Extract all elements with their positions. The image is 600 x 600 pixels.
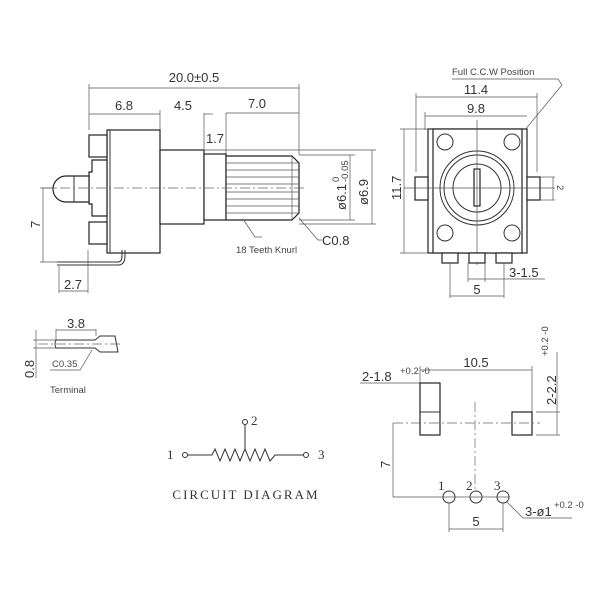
terminal-height-label: 7 bbox=[28, 221, 43, 228]
shaft-dia-tol-upper: 0 bbox=[331, 177, 342, 182]
row-offset-label: 7 bbox=[378, 461, 393, 468]
terminal-width-label: 0.8 bbox=[22, 360, 37, 378]
circuit-pin1-label: 1 bbox=[167, 447, 174, 462]
knurl-length-label: 7.0 bbox=[248, 96, 266, 111]
slot-width-tol: +0.2 -0 bbox=[400, 366, 430, 377]
terminal-detail: 3.8 0.8 C0.35 Terminal bbox=[22, 316, 120, 396]
chamfer-label: C0.8 bbox=[322, 233, 349, 248]
resistor-icon bbox=[187, 447, 303, 463]
shaft-dia-tol-lower: -0.05 bbox=[340, 160, 351, 182]
bushing-length-label: 1.7 bbox=[206, 131, 224, 146]
pcb-pin1-label: 1 bbox=[438, 478, 445, 493]
left-tab bbox=[414, 176, 429, 201]
terminal-offset-label: 2.7 bbox=[64, 277, 82, 292]
wiper-terminal-icon bbox=[242, 419, 248, 425]
body-length-label: 6.8 bbox=[115, 98, 133, 113]
terminal-label: Terminal bbox=[50, 385, 86, 396]
pin-pitch-label: 5 bbox=[473, 282, 480, 297]
pad-spacing-label: 10.5 bbox=[463, 355, 488, 370]
front-view: Full C.C.W Position 11.4 9.8 11.7 bbox=[389, 67, 565, 298]
side-view: 20.0±0.5 6.8 4.5 1.7 7.0 bbox=[28, 70, 376, 293]
pcb-pin2-label: 2 bbox=[466, 478, 473, 493]
pin3-terminal-icon bbox=[303, 452, 309, 458]
body-housing bbox=[106, 129, 161, 254]
circuit-pin2-label: 2 bbox=[251, 413, 258, 428]
bushing-dia-label: ø6.9 bbox=[356, 179, 371, 205]
slot-pad-right bbox=[511, 411, 533, 436]
pin1-terminal-icon bbox=[182, 452, 188, 458]
slot-length-tol: +0.2 -0 bbox=[540, 326, 551, 356]
pcb-layout: 10.5 2-1.8 +0.2 -0 2-2.2 +0.2 -0 7 1 2 3… bbox=[360, 326, 584, 532]
tab-width-label: 2 bbox=[554, 185, 565, 190]
dome-bump bbox=[52, 175, 90, 203]
body-width-label: 9.8 bbox=[467, 101, 485, 116]
circuit-diagram: 1 3 2 CIRCUIT DIAGRAM bbox=[167, 413, 325, 502]
slot-pad-left bbox=[419, 382, 441, 436]
circuit-pin3-label: 3 bbox=[318, 447, 325, 462]
knurl-note: 18 Teeth Knurl bbox=[236, 245, 297, 256]
overall-width-label: 11.4 bbox=[464, 82, 488, 97]
overall-length-label: 20.0±0.5 bbox=[169, 70, 220, 85]
shaft-dia-label: ø6.1 bbox=[334, 184, 349, 210]
bushing bbox=[203, 153, 227, 221]
top-tab bbox=[88, 134, 108, 158]
terminal-chamfer-label: C0.35 bbox=[52, 359, 77, 370]
stem bbox=[159, 149, 205, 225]
pcb-pin-pitch-label: 5 bbox=[472, 514, 479, 529]
height-label: 11.7 bbox=[389, 176, 404, 200]
bottom-tab bbox=[88, 221, 108, 245]
hole-dia-tol: +0.2 -0 bbox=[554, 500, 584, 511]
pcb-pin3-label: 3 bbox=[494, 478, 501, 493]
terminal-length-label: 3.8 bbox=[67, 316, 85, 331]
right-tab bbox=[526, 176, 541, 201]
slot-width-label: 2-1.8 bbox=[362, 369, 392, 384]
circuit-title: CIRCUIT DIAGRAM bbox=[172, 487, 319, 502]
hole-dia-label: 3-ø1 bbox=[525, 504, 552, 519]
mounting-holes bbox=[436, 133, 521, 242]
front-pins bbox=[441, 252, 513, 264]
pin-width-label: 3-1.5 bbox=[509, 265, 539, 280]
slot-length-label: 2-2.2 bbox=[544, 375, 559, 405]
stem-length-label: 4.5 bbox=[174, 98, 192, 113]
ccw-note: Full C.C.W Position bbox=[452, 67, 534, 78]
